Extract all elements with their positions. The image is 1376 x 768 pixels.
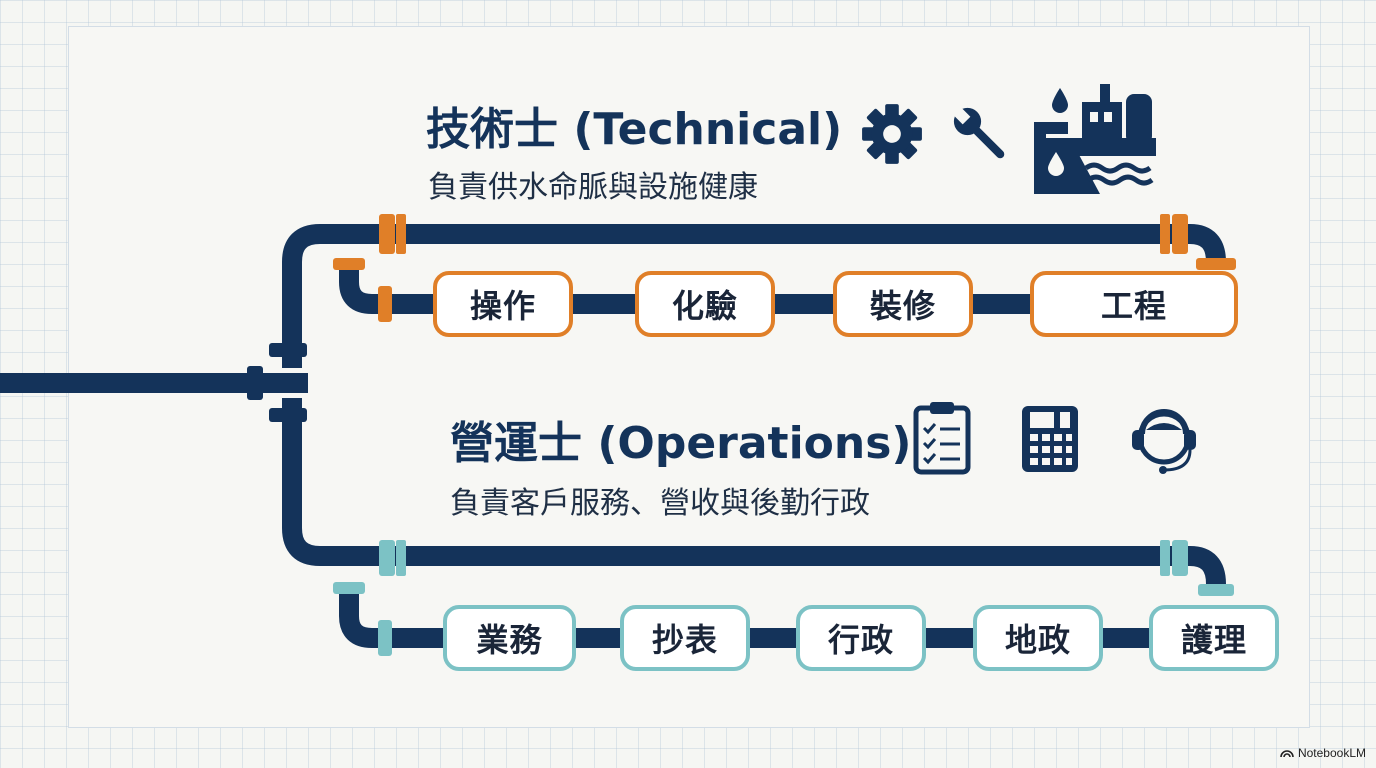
technical-node-operation: 操作 xyxy=(433,271,573,337)
operations-couplings xyxy=(333,540,1234,656)
calculator-icon xyxy=(1022,406,1078,472)
operations-subtitle: 負責客戶服務、營收與後勤行政 xyxy=(450,486,870,521)
technical-feeder-pipe xyxy=(339,262,1040,314)
main-tee-fitting xyxy=(247,343,308,422)
operations-title: 營運士 (Operations) xyxy=(450,418,912,469)
technical-subtitle: 負責供水命脈與設施健康 xyxy=(428,170,758,205)
trunk-pipe-lower xyxy=(282,398,1226,585)
footer-brand: NotebookLM xyxy=(1297,746,1366,760)
operations-node-business: 業務 xyxy=(443,605,576,671)
headset-agent-icon xyxy=(1132,409,1196,474)
operations-node-nursing: 護理 xyxy=(1149,605,1279,671)
footer-watermark: NotebookLM xyxy=(1280,746,1366,760)
trunk-pipe-upper xyxy=(282,224,1226,368)
technical-title: 技術士 (Technical) xyxy=(426,104,843,155)
operations-node-administration: 行政 xyxy=(796,605,926,671)
operations-node-land-administration: 地政 xyxy=(973,605,1103,671)
gear-icon xyxy=(862,104,922,164)
clipboard-checklist-icon xyxy=(913,402,971,475)
technical-node-maintenance: 裝修 xyxy=(833,271,973,337)
water-plant-icon xyxy=(1034,84,1156,194)
technical-couplings xyxy=(333,214,1236,322)
technical-node-chemical-testing: 化驗 xyxy=(635,271,775,337)
operations-feeder-pipe xyxy=(339,584,1160,648)
notebooklm-logo-icon xyxy=(1280,750,1294,758)
operations-node-meter-reading: 抄表 xyxy=(620,605,750,671)
technical-node-engineering: 工程 xyxy=(1030,271,1238,337)
wrench-icon xyxy=(952,106,1005,159)
